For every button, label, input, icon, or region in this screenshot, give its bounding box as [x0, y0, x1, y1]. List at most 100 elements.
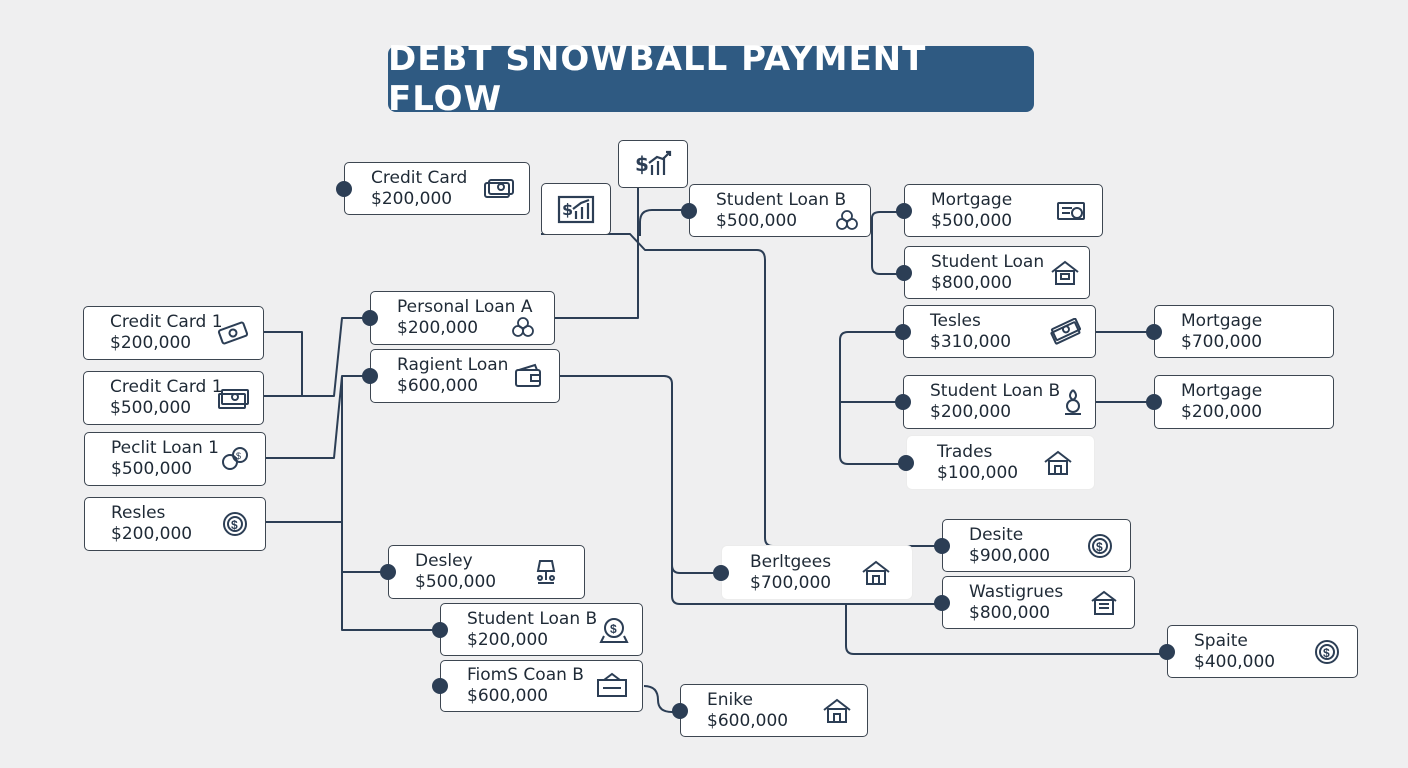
debt-node-student-loan-b-bottom[interactable]: Student Loan B$200,000 $ [432, 603, 643, 656]
connector [671, 565, 948, 605]
cash-stack-icon [1049, 317, 1081, 346]
debt-node-mortgage-700[interactable]: Mortgage$700,000 [1146, 305, 1334, 358]
connector-dot [681, 202, 697, 219]
debt-node-personal-loan-a[interactable]: Personal Loan A$200,000 [362, 291, 555, 345]
debt-name: Mortgage [931, 189, 1013, 210]
wallet-icon [513, 362, 545, 390]
debt-name: Credit Card 1 [110, 312, 223, 332]
debt-name: Ragient Loan [397, 355, 509, 375]
page-title: DEBT SNOWBALL PAYMENT FLOW [388, 39, 927, 119]
debt-name: Peclit Loan 1 [111, 438, 219, 458]
connector-dot [432, 678, 448, 694]
debt-amount: $310,000 [930, 331, 1012, 352]
svg-text:$: $ [1096, 540, 1103, 554]
debt-name: Desite [969, 524, 1024, 545]
connector-dot [1146, 323, 1162, 340]
debt-node-ragient-loan[interactable]: Ragient Loan$600,000 [362, 349, 560, 403]
debt-node-tesles[interactable]: Tesles$310,000 [895, 305, 1096, 358]
debt-name: Mortgage [1181, 310, 1263, 331]
dollar-circle-icon: $ [1311, 638, 1343, 666]
lamp-icon [530, 558, 562, 586]
chart-dollar-icon: $ [557, 195, 595, 224]
connector [639, 209, 696, 236]
debt-name: Personal Loan A [397, 297, 533, 317]
svg-text:$: $ [635, 152, 649, 176]
connector-dot [896, 202, 912, 219]
debt-name: Mortgage [1181, 381, 1263, 401]
debt-amount: $200,000 [371, 188, 453, 209]
house-icon [860, 559, 892, 587]
connector [871, 226, 910, 275]
debt-node-credit-card-1-a[interactable]: Credit Card 1$200,000 [83, 306, 264, 360]
connector-dot [895, 394, 911, 410]
dollar-circle-icon: $ [598, 616, 630, 644]
svg-text:$: $ [231, 518, 238, 532]
house-icon [821, 697, 853, 725]
debt-node-desite[interactable]: Desite$900,000 $ [934, 519, 1131, 572]
connector-dot [362, 368, 378, 384]
debt-name: Trades [937, 441, 993, 462]
connector [341, 376, 396, 573]
connector-dot [895, 323, 911, 340]
debt-name: Desley [415, 551, 473, 571]
connector [845, 604, 1174, 655]
coins-icon [832, 206, 864, 234]
debt-node-trades[interactable]: Trades$100,000 [898, 436, 1094, 489]
debt-name: Resles [111, 503, 166, 523]
debt-node-student-loan-b-top[interactable]: Student Loan B$500,000 [681, 184, 871, 237]
debt-node-enike[interactable]: Enike$600,000 [672, 684, 868, 737]
connector-dot [432, 621, 448, 638]
debt-node-student-loan-b-mid[interactable]: Student Loan B$200,000 [895, 375, 1096, 429]
connector [264, 317, 378, 397]
debt-name: Student Loan B [716, 189, 847, 210]
debt-name: Wastigrues [969, 581, 1064, 602]
debt-amount: $500,000 [716, 210, 798, 231]
debt-amount: $100,000 [937, 462, 1019, 483]
debt-node-credit-card-1-b[interactable]: Credit Card 1$500,000 [83, 371, 264, 425]
debt-amount: $500,000 [931, 210, 1013, 231]
house-icon [1042, 449, 1074, 477]
coin-link-icon: $ [219, 445, 251, 473]
connector-dot [672, 702, 688, 719]
debt-node-spaite[interactable]: Spaite$400,000 $ [1159, 625, 1358, 678]
debt-node-fioms-coan-b[interactable]: FiomS Coan B$600,000 [432, 660, 643, 712]
debt-node-resles[interactable]: Resles$200,000 $ [84, 497, 266, 551]
title-banner: DEBT SNOWBALL PAYMENT FLOW [388, 39, 1034, 119]
connector-dot [1146, 394, 1162, 410]
connector [264, 331, 303, 397]
debt-amount: $900,000 [969, 545, 1051, 566]
debt-amount: $200,000 [111, 524, 193, 544]
debt-node-desley[interactable]: Desley$500,000 [380, 545, 585, 599]
cash-stack-icon [217, 384, 249, 412]
debt-amount: $500,000 [415, 572, 497, 592]
building-icon [1088, 589, 1120, 617]
debt-amount: $600,000 [467, 686, 549, 706]
debt-node-wastigrues[interactable]: Wastigrues$800,000 [934, 576, 1135, 629]
debt-node-peclit-loan-1[interactable]: Peclit Loan 1$500,000 $ [84, 432, 266, 486]
connector [266, 375, 378, 459]
connector [555, 188, 639, 319]
debt-name: Credit Card [371, 167, 468, 188]
svg-text:$: $ [236, 451, 241, 461]
connector [560, 375, 728, 574]
debt-node-berltgees[interactable]: Berltgees$700,000 [713, 546, 912, 599]
connector [839, 331, 914, 465]
connector-dot [898, 454, 914, 471]
connector [871, 211, 910, 226]
debt-amount: $800,000 [969, 602, 1051, 623]
connector [643, 685, 688, 713]
debt-node-credit-card[interactable]: Credit Card$200,000 [336, 162, 530, 215]
debt-name: Student Loan [931, 251, 1045, 272]
debt-amount: $600,000 [707, 710, 789, 731]
debt-node-student-loan-800[interactable]: Student Loan$800,000 [896, 246, 1090, 299]
connector-dot [934, 537, 950, 554]
debt-amount: $400,000 [1194, 651, 1276, 672]
debt-name: Credit Card 1 [110, 377, 223, 397]
debt-node-mortgage-200[interactable]: Mortgage$200,000 [1146, 375, 1334, 429]
debt-node-mortgage-500[interactable]: Mortgage$500,000 [896, 184, 1103, 237]
connector-dot [713, 564, 729, 581]
check-icon [1056, 197, 1088, 225]
debt-name: FiomS Coan B [467, 665, 584, 685]
connector-dot [362, 310, 378, 326]
debt-name: Berltgees [750, 551, 832, 572]
